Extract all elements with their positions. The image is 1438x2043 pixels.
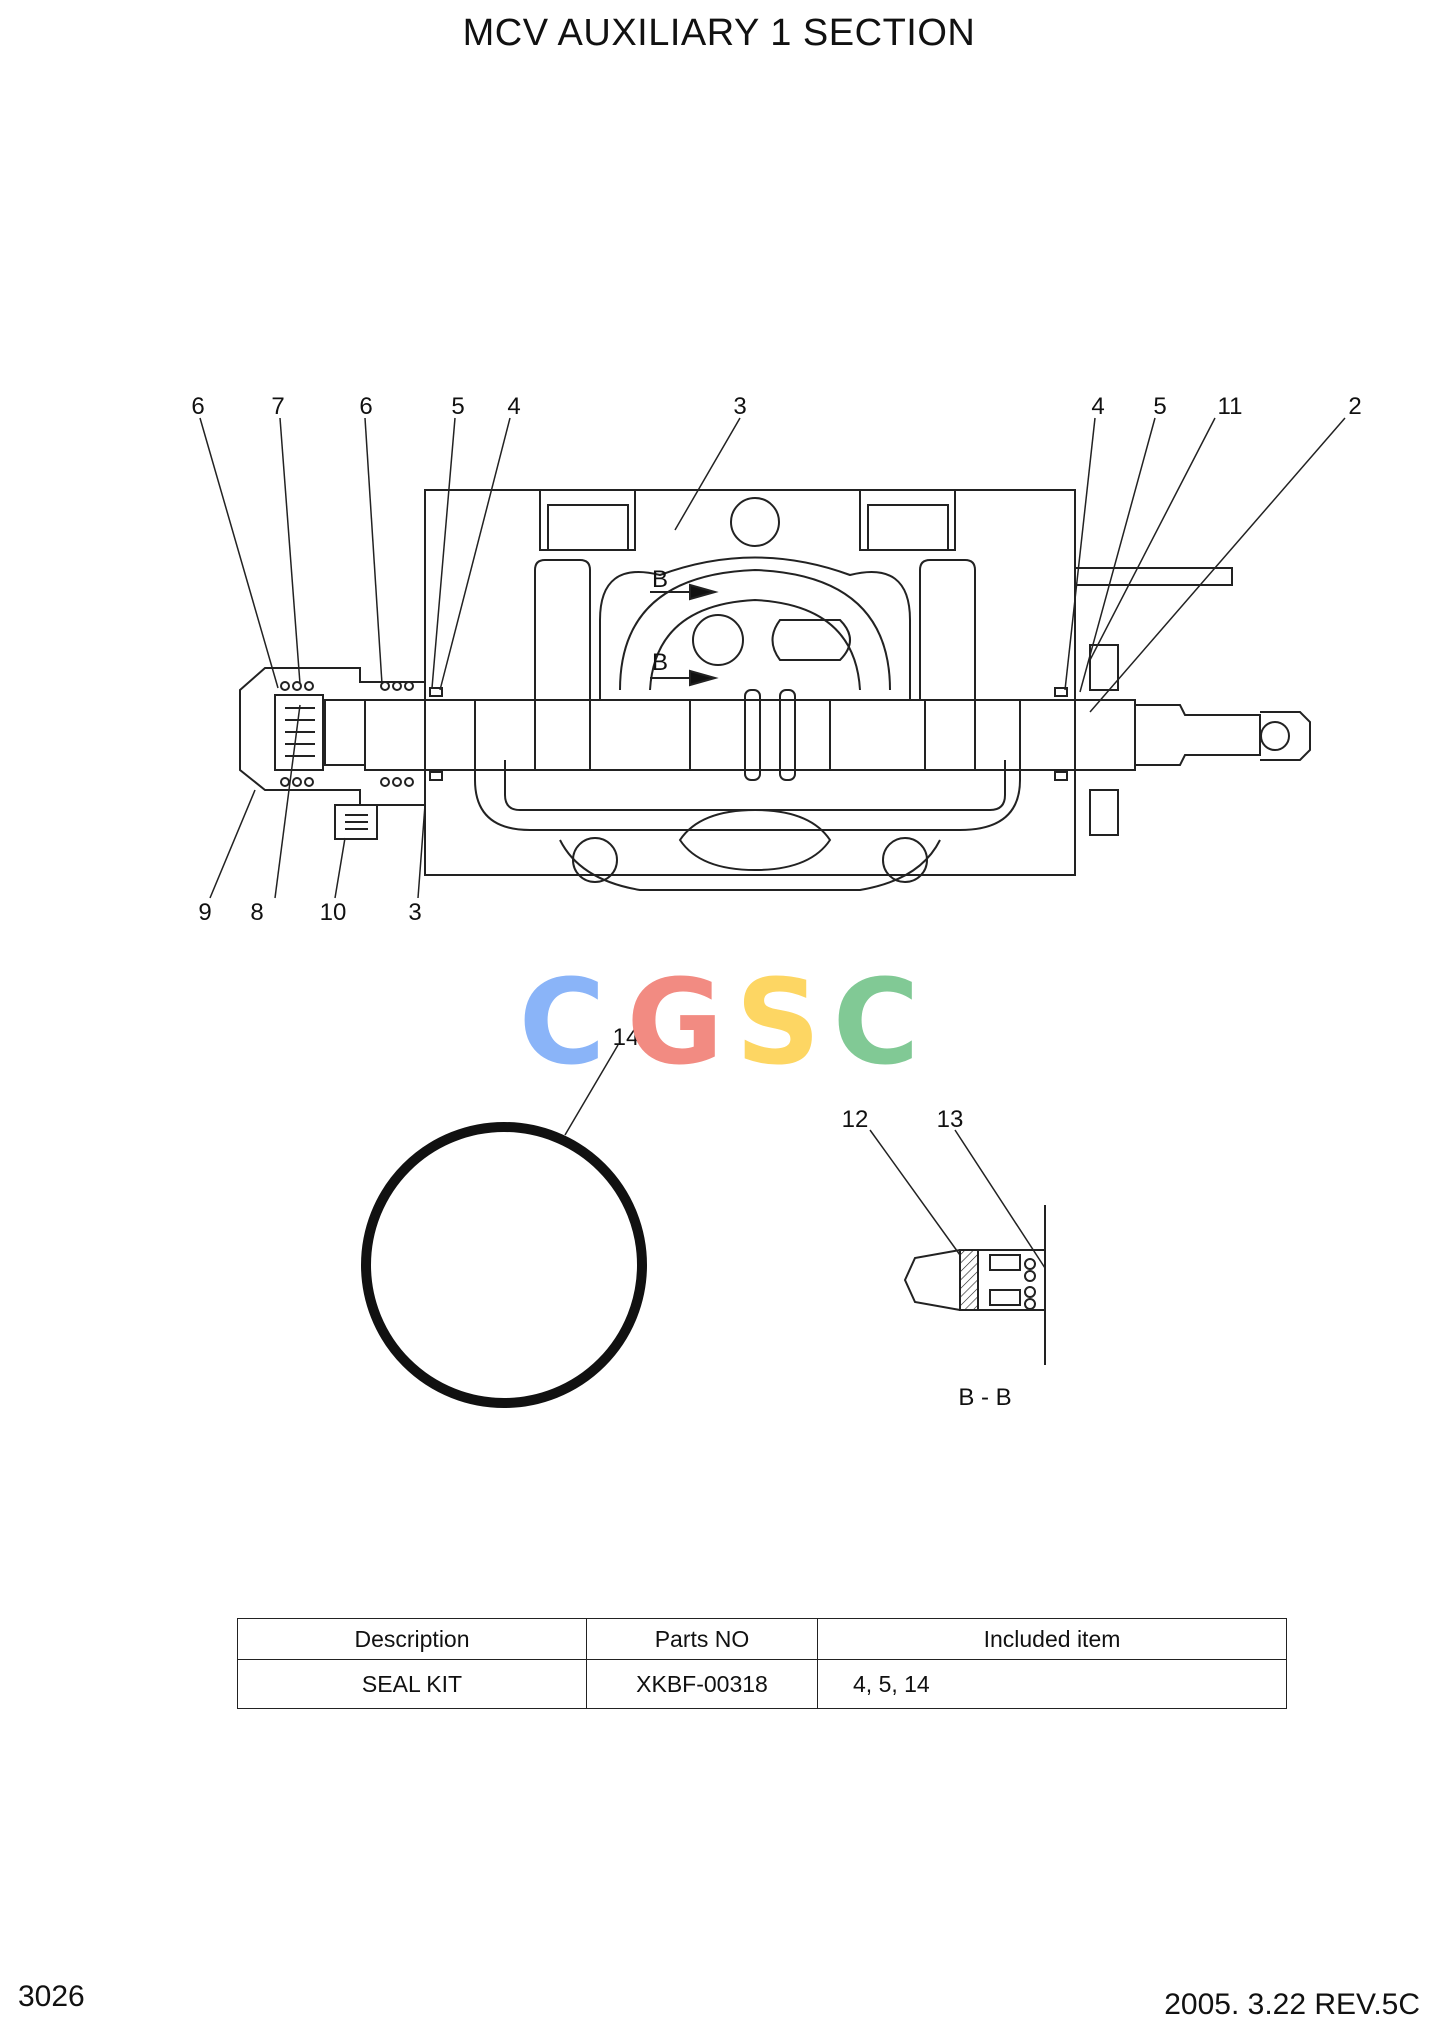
logo-letter-s: S [736,953,821,1091]
leader-lines [199,417,1346,1269]
section-mark-upper: B [652,566,668,593]
callout-7: 7 [271,393,284,420]
callout-4a: 4 [507,393,520,420]
header-parts-no: Parts NO [586,1618,818,1660]
callout-12: 12 [842,1106,869,1133]
page-number: 3026 [18,1980,85,2013]
spring-cap [239,667,1068,840]
callout-2: 2 [1348,393,1361,420]
section-arrows [650,583,719,687]
callout-6b: 6 [359,393,372,420]
callout-6a: 6 [191,393,204,420]
section-b-b [903,1205,1046,1365]
section-caption: B - B [958,1384,1011,1411]
table-header-row: Description Parts NO Included item [237,1618,1287,1660]
header-description: Description [237,1618,587,1660]
o-ring-14 [361,1122,647,1408]
callout-4b: 4 [1091,393,1104,420]
callout-11: 11 [1218,393,1243,420]
cell-included-item: 4, 5, 14 [817,1659,1287,1709]
section-mark-lower: B [652,649,668,676]
callout-9: 9 [198,899,211,926]
logo-letter-c1: C [519,953,606,1091]
callout-8: 8 [250,899,263,926]
callout-5a: 5 [451,393,464,420]
cell-description: SEAL KIT [237,1659,587,1709]
header-included-item: Included item [817,1618,1287,1660]
callout-13: 13 [937,1106,964,1133]
valve-body [424,489,1233,891]
page-title: MCV AUXILIARY 1 SECTION [462,12,976,54]
watermark-logo: C G S C [519,953,920,1091]
seal-kit-table: Description Parts NO Included item SEAL … [237,1618,1287,1709]
callout-3-bottom: 3 [408,899,421,926]
logo-letter-g: G [627,953,724,1091]
logo-letter-c2: C [833,953,920,1091]
table-row: SEAL KIT XKBF-00318 4, 5, 14 [237,1659,1287,1709]
callout-14: 14 [613,1024,640,1051]
callout-3-top: 3 [733,393,746,420]
spool [364,689,1311,781]
callout-10: 10 [320,899,347,926]
revision-stamp: 2005. 3.22 REV.5C [1164,1988,1420,2021]
cell-parts-no: XKBF-00318 [586,1659,818,1709]
callout-5b: 5 [1153,393,1166,420]
